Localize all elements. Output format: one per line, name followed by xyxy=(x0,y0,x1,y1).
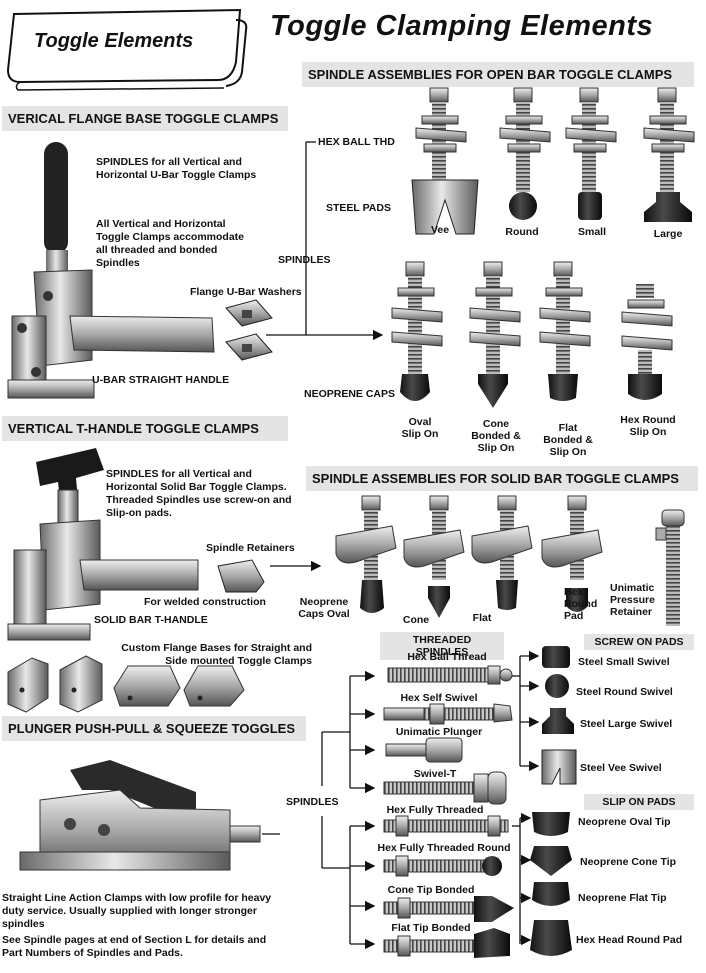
solid-bar-spindles xyxy=(335,495,685,626)
pad-label-vee: Vee xyxy=(430,224,450,236)
threaded-spindle-images xyxy=(383,665,514,958)
pad-label-round: Round xyxy=(505,226,539,238)
banner-scroll xyxy=(6,8,248,91)
section-flange-base: VERICAL FLANGE BASE TOGGLE CLAMPS xyxy=(2,106,288,131)
slip-on-item-3: Neoprene Flat Tip xyxy=(578,892,667,904)
screw-on-item-2: Steel Round Swivel xyxy=(576,686,673,698)
note-spindles-u-bar: SPINDLES for all Vertical and Horizontal… xyxy=(96,156,257,181)
bottom-spindle-tree xyxy=(321,650,540,950)
solid-label-unimatic: Unimatic Pressure Retainer xyxy=(610,582,655,618)
screw-on-pads-head: SCREW ON PADS xyxy=(584,634,694,650)
label-neoprene-caps: NEOPRENE CAPS xyxy=(304,388,396,400)
threaded-item-5: Hex Fully Threaded xyxy=(386,804,484,816)
pad-label-small: Small xyxy=(577,226,606,238)
note-accommodate: All Vertical and Horizontal Toggle Clamp… xyxy=(96,218,245,269)
pad-label-large: Large xyxy=(653,228,683,240)
slip-on-item-4: Hex Head Round Pad xyxy=(576,934,683,946)
slip-on-item-2: Neoprene Cone Tip xyxy=(580,856,677,868)
label-hex-ball-thd: HEX BALL THD xyxy=(318,136,395,148)
threaded-item-4: Swivel-T xyxy=(413,768,457,780)
threaded-spindles-head: THREADED SPINDLES xyxy=(380,632,504,660)
note-straight-line: Straight Line Action Clamps with low pro… xyxy=(2,892,272,930)
cap-label-oval: Oval Slip On xyxy=(401,416,439,440)
screw-on-pad-images xyxy=(541,646,577,785)
spindles-connector xyxy=(266,141,384,341)
note-flange-washers: Flange U-Bar Washers xyxy=(190,286,302,298)
label-steel-pads: STEEL PADS xyxy=(326,202,391,214)
cap-label-cone: Cone Bonded & Slip On xyxy=(471,418,521,454)
screw-on-item-1: Steel Small Swivel xyxy=(578,656,670,668)
page-title: Toggle Clamping Elements xyxy=(270,10,654,42)
open-bar-spindles xyxy=(411,87,695,235)
screw-on-item-4: Steel Vee Swivel xyxy=(580,762,662,774)
note-custom-flange: Custom Flange Bases for Straight and Sid… xyxy=(121,642,312,667)
t-handle-clamp-image xyxy=(7,448,322,641)
label-neoprene-caps-oval: Neoprene Caps Oval xyxy=(298,596,350,620)
label-spindles: SPINDLES xyxy=(278,254,331,266)
banner-label: Toggle Elements xyxy=(34,30,194,52)
solid-label-flat: Flat xyxy=(472,612,492,624)
section-solid-bar: SPINDLE ASSEMBLIES FOR SOLID BAR TOGGLE … xyxy=(306,466,698,491)
threaded-item-8: Flat Tip Bonded xyxy=(391,922,471,934)
custom-flange-bases-image xyxy=(7,655,245,713)
note-spindles-solid: SPINDLES for all Vertical and Horizontal… xyxy=(106,468,292,519)
screw-on-item-3: Steel Large Swivel xyxy=(580,718,673,730)
cap-label-hex-round: Hex Round Slip On xyxy=(620,414,676,438)
section-t-handle: VERTICAL T-HANDLE TOGGLE CLAMPS xyxy=(2,416,288,441)
note-spindle-retainers: Spindle Retainers xyxy=(206,542,295,554)
note-see-pages: See Spindle pages at end of Section L fo… xyxy=(2,934,267,959)
neoprene-cap-spindles xyxy=(391,261,673,408)
flange-base-clamp-image xyxy=(7,142,273,399)
note-welded: For welded construction xyxy=(144,596,266,608)
section-open-bar: SPINDLE ASSEMBLIES FOR OPEN BAR TOGGLE C… xyxy=(302,62,694,87)
slip-on-pad-images xyxy=(530,812,572,956)
note-solid-t-handle: SOLID BAR T-HANDLE xyxy=(94,614,208,626)
solid-label-hex-round-pad: Hex Round Pad xyxy=(564,586,598,622)
threaded-item-2: Hex Self Swivel xyxy=(400,692,478,704)
solid-label-cone: Cone xyxy=(402,614,430,626)
threaded-item-3: Unimatic Plunger xyxy=(395,726,483,738)
plunger-clamp-image xyxy=(19,760,280,871)
cap-label-flat: Flat Bonded & Slip On xyxy=(543,422,593,458)
slip-on-item-1: Neoprene Oval Tip xyxy=(578,816,671,828)
section-plunger: PLUNGER PUSH-PULL & SQUEEZE TOGGLES xyxy=(2,716,306,741)
threaded-item-7: Cone Tip Bonded xyxy=(387,884,475,896)
note-u-bar-handle: U-BAR STRAIGHT HANDLE xyxy=(92,374,230,386)
threaded-item-6: Hex Fully Threaded Round xyxy=(377,842,511,854)
slip-on-pads-head: SLIP ON PADS xyxy=(584,794,694,810)
threaded-item-1: Hex Ball Thread xyxy=(407,651,487,663)
label-spindles-bottom: SPINDLES xyxy=(286,796,339,808)
